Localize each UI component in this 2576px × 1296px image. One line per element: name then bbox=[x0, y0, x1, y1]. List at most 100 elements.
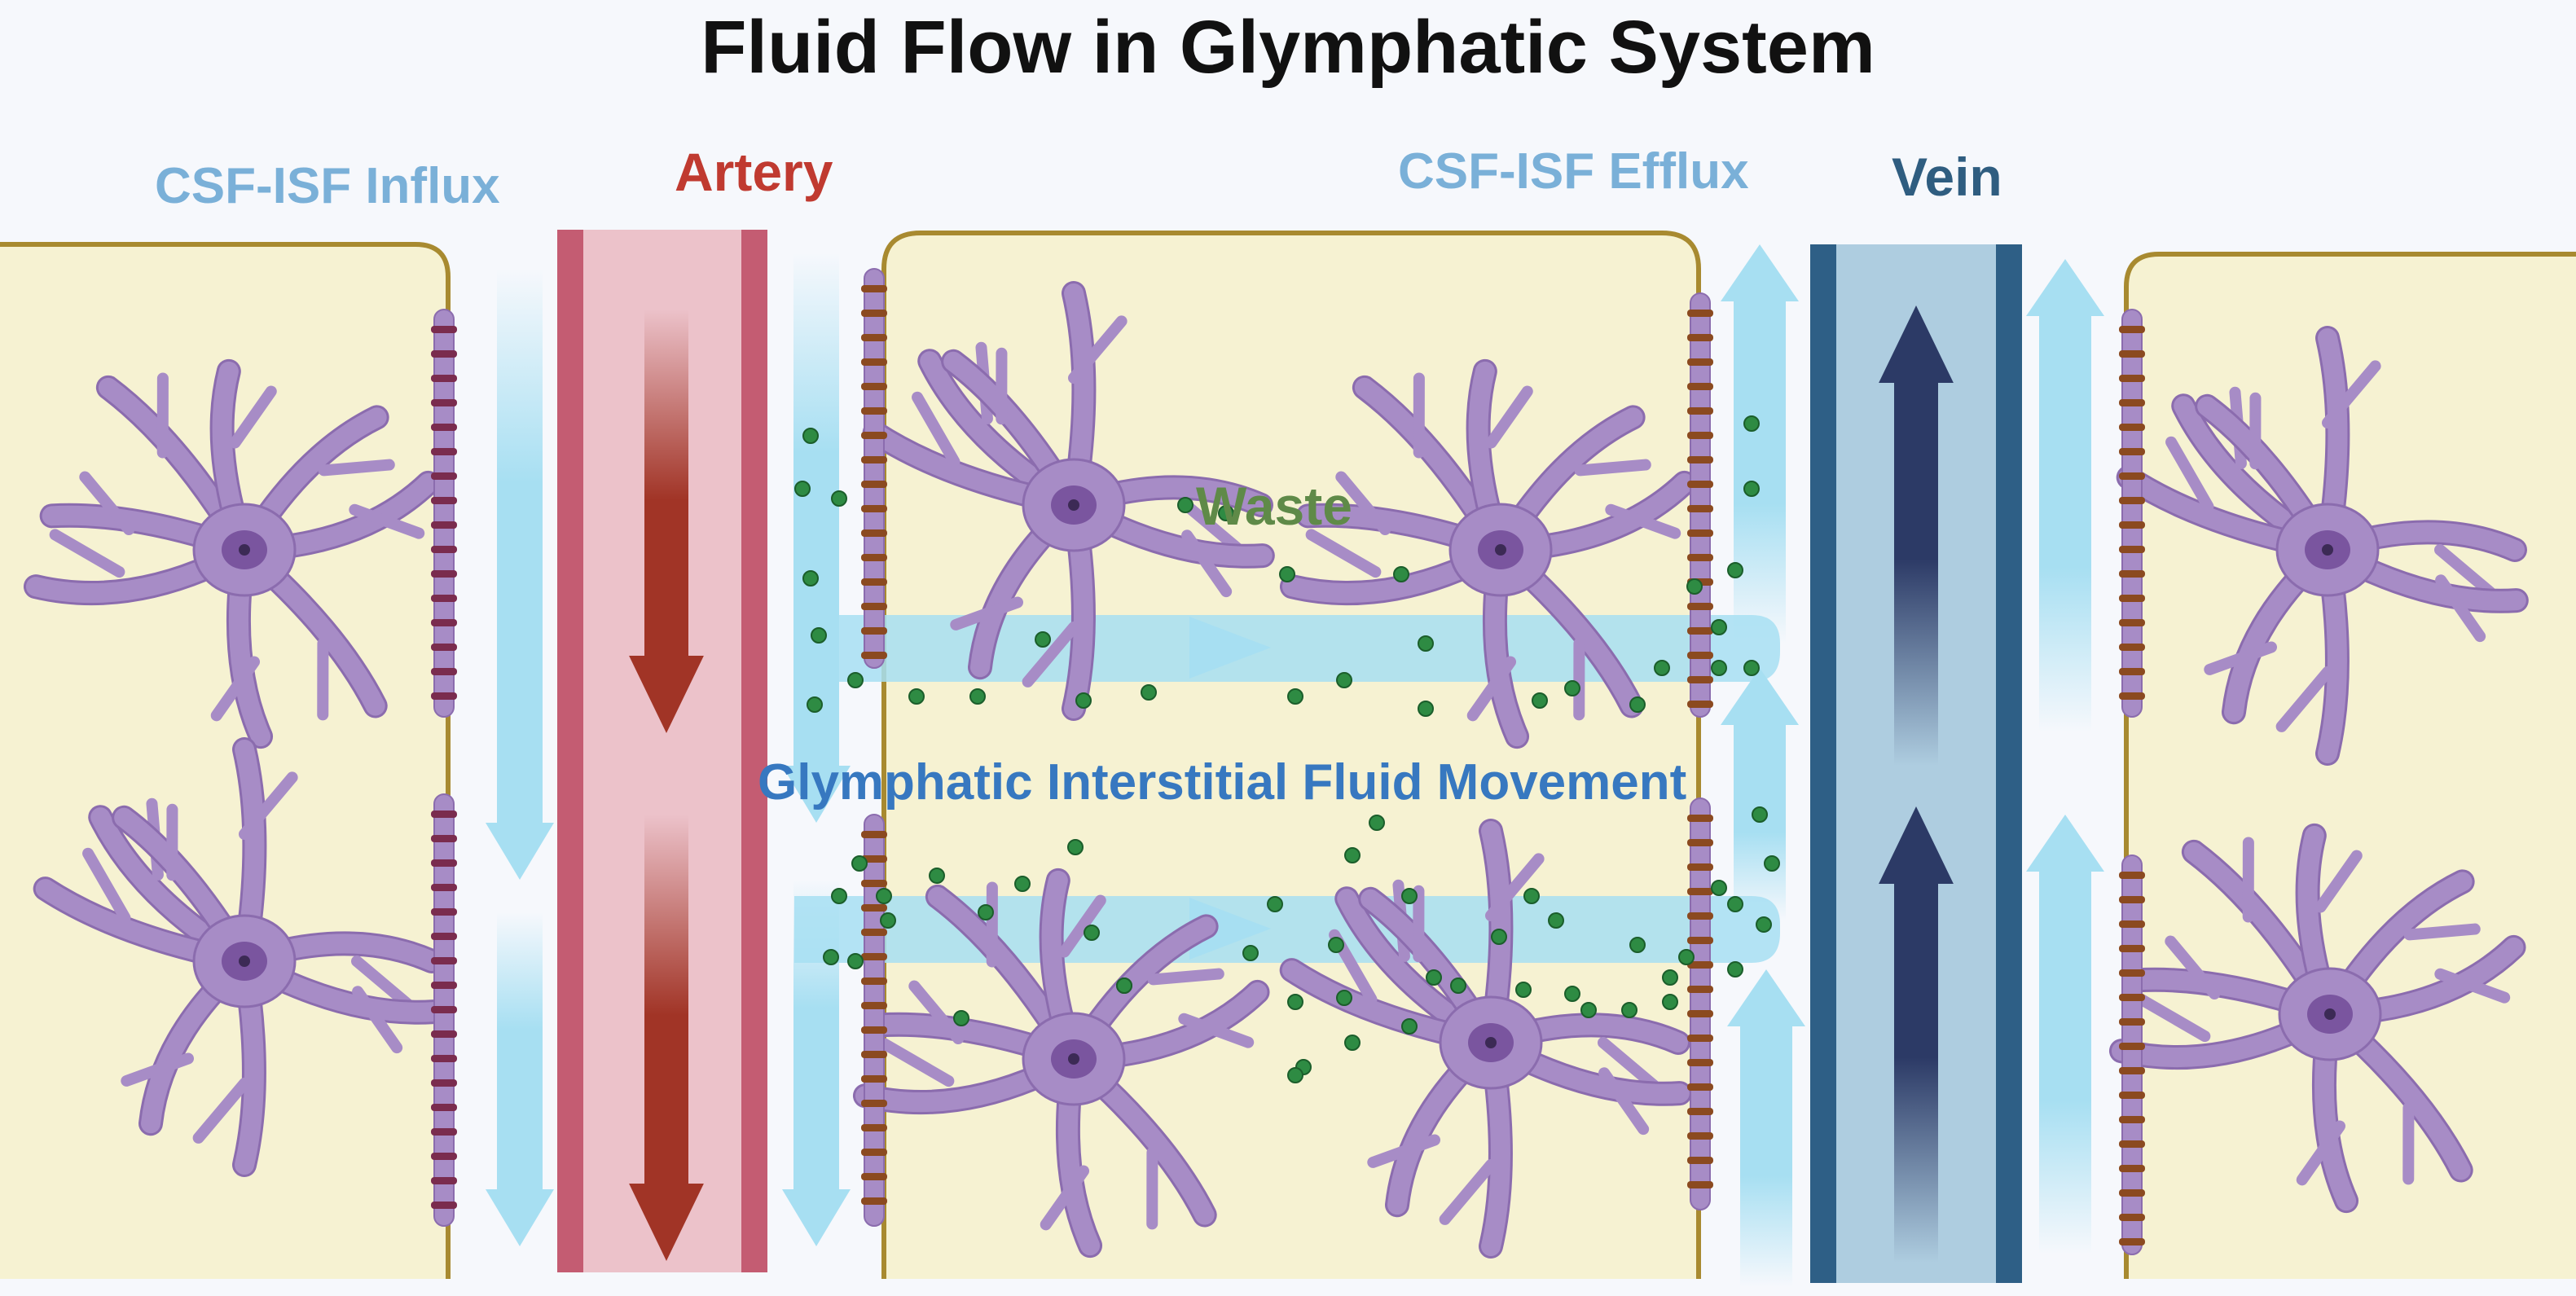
aquaporin-channel bbox=[2119, 1238, 2145, 1245]
waste-particle bbox=[970, 689, 985, 704]
aquaporin-channel bbox=[861, 285, 887, 292]
waste-particle bbox=[954, 1011, 969, 1026]
astrocyte-branch bbox=[2410, 929, 2475, 935]
csf-influx-arrow bbox=[486, 912, 554, 1246]
waste-particle bbox=[1337, 673, 1352, 688]
waste-particle bbox=[1744, 661, 1759, 675]
waste-particle bbox=[1402, 1019, 1417, 1034]
astrocyte-endfoot bbox=[2122, 310, 2142, 717]
waste-particle bbox=[1418, 636, 1433, 651]
aquaporin-channel bbox=[2119, 920, 2145, 928]
waste-particle bbox=[1744, 481, 1759, 496]
aquaporin-channel bbox=[1687, 652, 1713, 659]
aquaporin-channel bbox=[861, 407, 887, 415]
waste-particle bbox=[824, 950, 838, 964]
aquaporin-channel bbox=[2119, 1189, 2145, 1197]
aquaporin-channel bbox=[431, 982, 457, 989]
vein-label: Vein bbox=[1892, 150, 2002, 204]
aquaporin-channel bbox=[431, 1055, 457, 1062]
aquaporin-channel bbox=[1687, 1035, 1713, 1042]
aquaporin-channel bbox=[431, 1006, 457, 1013]
astrocyte-endfoot bbox=[434, 310, 454, 717]
waste-particle bbox=[807, 697, 822, 712]
aquaporin-channel bbox=[861, 603, 887, 610]
aquaporin-channel bbox=[431, 859, 457, 867]
csf-efflux-arrow bbox=[2026, 815, 2104, 1254]
aquaporin-channel bbox=[431, 1202, 457, 1209]
aquaporin-channel bbox=[1687, 676, 1713, 683]
aquaporin-channel bbox=[2119, 969, 2145, 977]
waste-particle bbox=[909, 689, 924, 704]
waste-particle bbox=[1076, 693, 1091, 708]
aquaporin-channel bbox=[431, 884, 457, 891]
aquaporin-channel bbox=[861, 1197, 887, 1205]
aquaporin-channel bbox=[431, 1128, 457, 1136]
astrocyte-nucleolus bbox=[1068, 1053, 1079, 1065]
waste-particle bbox=[1532, 693, 1547, 708]
aquaporin-channel bbox=[861, 1149, 887, 1156]
artery-label: Artery bbox=[675, 145, 833, 199]
waste-particle bbox=[1524, 889, 1539, 903]
aquaporin-channel bbox=[1687, 554, 1713, 561]
aquaporin-channel bbox=[1687, 839, 1713, 846]
waste-particle bbox=[1655, 661, 1669, 675]
waste-particle bbox=[1728, 563, 1743, 578]
waste-particle bbox=[1581, 1003, 1596, 1017]
waste-particle bbox=[1756, 917, 1771, 932]
waste-particle bbox=[848, 673, 863, 688]
waste-particle bbox=[1329, 938, 1343, 952]
waste-label: Waste bbox=[1196, 479, 1352, 533]
aquaporin-channel bbox=[2119, 668, 2145, 675]
aquaporin-channel bbox=[2119, 1214, 2145, 1221]
waste-particle bbox=[1369, 815, 1384, 830]
aquaporin-channel bbox=[861, 953, 887, 960]
aquaporin-channel bbox=[1687, 334, 1713, 341]
aquaporin-channel bbox=[2119, 399, 2145, 406]
aquaporin-channel bbox=[2119, 1165, 2145, 1172]
aquaporin-channel bbox=[861, 831, 887, 838]
waste-particle bbox=[1622, 1003, 1637, 1017]
aquaporin-channel bbox=[861, 505, 887, 512]
astrocyte-branch bbox=[324, 465, 389, 471]
aquaporin-channel bbox=[2119, 994, 2145, 1001]
waste-particle bbox=[1418, 701, 1433, 716]
aquaporin-channel bbox=[861, 1100, 887, 1107]
waste-particle bbox=[1728, 962, 1743, 977]
astrocyte-nucleolus bbox=[239, 544, 250, 556]
waste-particle bbox=[1712, 620, 1726, 635]
waste-particle bbox=[1565, 986, 1580, 1001]
waste-particle bbox=[1280, 567, 1295, 582]
aquaporin-channel bbox=[2119, 1018, 2145, 1026]
aquaporin-channel bbox=[1687, 481, 1713, 488]
aquaporin-channel bbox=[1687, 358, 1713, 366]
waste-particle bbox=[1565, 681, 1580, 696]
aquaporin-channel bbox=[2119, 896, 2145, 903]
aquaporin-channel bbox=[1687, 815, 1713, 822]
aquaporin-channel bbox=[431, 933, 457, 940]
aquaporin-channel bbox=[431, 375, 457, 382]
aquaporin-channel bbox=[861, 578, 887, 586]
waste-particle bbox=[1337, 991, 1352, 1005]
aquaporin-channel bbox=[431, 1104, 457, 1111]
aquaporin-channel bbox=[2119, 497, 2145, 504]
aquaporin-channel bbox=[2119, 595, 2145, 602]
waste-particle bbox=[930, 868, 944, 883]
aquaporin-channel bbox=[861, 358, 887, 366]
aquaporin-channel bbox=[2119, 424, 2145, 431]
aquaporin-channel bbox=[2119, 1092, 2145, 1099]
astrocyte-branch bbox=[1580, 465, 1646, 471]
aquaporin-channel bbox=[861, 1075, 887, 1083]
waste-particle bbox=[1243, 946, 1258, 960]
aquaporin-channel bbox=[2119, 1140, 2145, 1148]
waste-particle bbox=[1178, 498, 1193, 512]
waste-particle bbox=[1712, 661, 1726, 675]
aquaporin-channel bbox=[861, 383, 887, 390]
aquaporin-channel bbox=[431, 619, 457, 626]
aquaporin-channel bbox=[1687, 1181, 1713, 1188]
aquaporin-channel bbox=[431, 595, 457, 602]
aquaporin-channel bbox=[431, 472, 457, 480]
astrocyte-nucleolus bbox=[239, 956, 250, 967]
aquaporin-channel bbox=[2119, 619, 2145, 626]
waste-particle bbox=[1728, 897, 1743, 912]
waste-particle bbox=[1402, 889, 1417, 903]
